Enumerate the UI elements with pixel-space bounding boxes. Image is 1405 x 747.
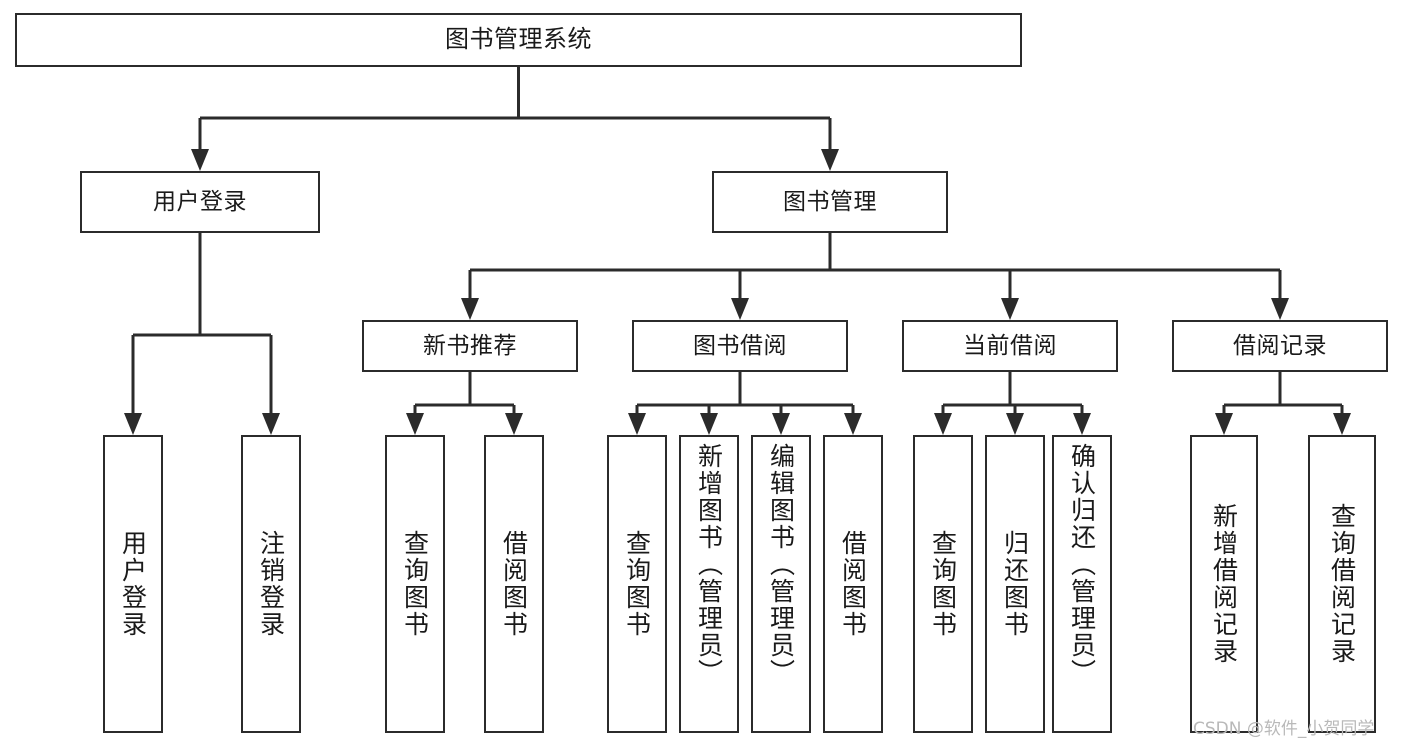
node-leaf-edit-book[interactable]: 编辑图书（管理员） — [751, 435, 811, 733]
arrow-head-leaf-borrow-book-1 — [505, 413, 523, 435]
node-leaf-query-record[interactable]: 查询借阅记录 — [1308, 435, 1376, 733]
node-label-user-login: 用户登录 — [153, 188, 247, 215]
arrow-head-current-borrow — [1001, 298, 1019, 320]
node-label-leaf-query-book-2: 查询图书 — [622, 530, 652, 638]
node-book-borrow[interactable]: 图书借阅 — [632, 320, 848, 372]
node-leaf-borrow-book-2[interactable]: 借阅图书 — [823, 435, 883, 733]
arrow-head-leaf-query-record — [1333, 413, 1351, 435]
arrow-head-leaf-logout — [262, 413, 280, 435]
arrow-head-borrow-record — [1271, 298, 1289, 320]
node-label-leaf-add-book: 新增图书（管理员） — [694, 443, 724, 686]
node-current-borrow[interactable]: 当前借阅 — [902, 320, 1118, 372]
arrow-head-leaf-user-login — [124, 413, 142, 435]
node-leaf-confirm-return[interactable]: 确认归还（管理员） — [1052, 435, 1112, 733]
node-label-leaf-confirm-return: 确认归还（管理员） — [1067, 443, 1097, 686]
arrow-head-book-borrow — [731, 298, 749, 320]
node-label-leaf-user-login: 用户登录 — [118, 530, 148, 638]
arrow-head-leaf-query-book-2 — [628, 413, 646, 435]
node-leaf-query-book-3[interactable]: 查询图书 — [913, 435, 973, 733]
node-label-leaf-query-record: 查询借阅记录 — [1327, 503, 1357, 665]
node-leaf-query-book-1[interactable]: 查询图书 — [385, 435, 445, 733]
node-user-login[interactable]: 用户登录 — [80, 171, 320, 233]
arrow-head-leaf-return-book — [1006, 413, 1024, 435]
node-label-leaf-query-book-1: 查询图书 — [400, 530, 430, 638]
node-leaf-add-record[interactable]: 新增借阅记录 — [1190, 435, 1258, 733]
node-leaf-logout[interactable]: 注销登录 — [241, 435, 301, 733]
node-borrow-record[interactable]: 借阅记录 — [1172, 320, 1388, 372]
node-label-book-borrow: 图书借阅 — [693, 332, 787, 359]
arrow-head-book-manage — [821, 149, 839, 171]
node-label-leaf-borrow-book-1: 借阅图书 — [499, 530, 529, 638]
node-leaf-query-book-2[interactable]: 查询图书 — [607, 435, 667, 733]
node-label-leaf-logout: 注销登录 — [256, 530, 286, 638]
arrow-head-leaf-query-book-3 — [934, 413, 952, 435]
arrow-head-user-login — [191, 149, 209, 171]
node-root[interactable]: 图书管理系统 — [15, 13, 1022, 67]
node-leaf-borrow-book-1[interactable]: 借阅图书 — [484, 435, 544, 733]
arrow-head-leaf-add-record — [1215, 413, 1233, 435]
arrow-head-new-book-rec — [461, 298, 479, 320]
node-book-manage[interactable]: 图书管理 — [712, 171, 948, 233]
arrow-head-leaf-add-book — [700, 413, 718, 435]
node-label-current-borrow: 当前借阅 — [963, 332, 1057, 359]
arrow-head-leaf-borrow-book-2 — [844, 413, 862, 435]
node-label-leaf-add-record: 新增借阅记录 — [1209, 503, 1239, 665]
node-label-leaf-borrow-book-2: 借阅图书 — [838, 530, 868, 638]
node-label-borrow-record: 借阅记录 — [1233, 332, 1327, 359]
node-label-new-book-rec: 新书推荐 — [423, 332, 517, 359]
arrow-head-leaf-confirm-return — [1073, 413, 1091, 435]
node-leaf-user-login[interactable]: 用户登录 — [103, 435, 163, 733]
node-label-leaf-query-book-3: 查询图书 — [928, 530, 958, 638]
node-label-root: 图书管理系统 — [445, 25, 592, 54]
node-label-leaf-edit-book: 编辑图书（管理员） — [766, 443, 796, 686]
node-leaf-add-book[interactable]: 新增图书（管理员） — [679, 435, 739, 733]
node-new-book-rec[interactable]: 新书推荐 — [362, 320, 578, 372]
arrow-head-leaf-edit-book — [772, 413, 790, 435]
arrow-head-leaf-query-book-1 — [406, 413, 424, 435]
node-leaf-return-book[interactable]: 归还图书 — [985, 435, 1045, 733]
node-label-book-manage: 图书管理 — [783, 188, 877, 215]
node-label-leaf-return-book: 归还图书 — [1000, 530, 1030, 638]
